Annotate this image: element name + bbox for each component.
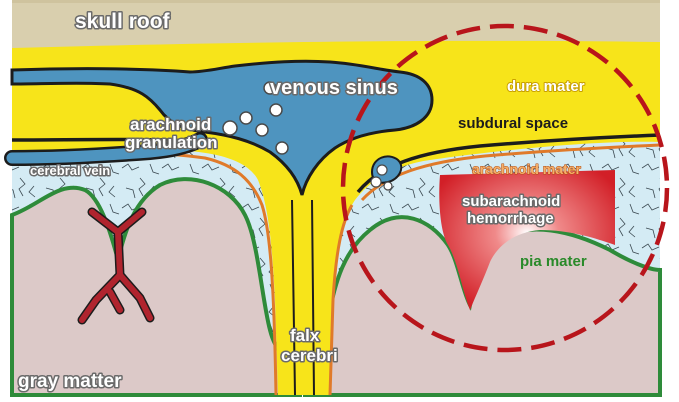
label-subdural-space: subdural space [458,115,568,132]
label-arachnoid-mater: arachnoid mater [472,161,581,177]
label-dura-mater: dura mater [507,78,585,95]
label-skull-roof: skull roof [75,10,171,33]
label-gray-matter: gray matter [18,371,122,392]
label-arachnoid-granulation-1: arachnoid [130,115,211,134]
label-venous-sinus: venous sinus [270,77,398,99]
label-subarachnoid-1: subarachnoid [462,193,560,210]
label-falx-2: cerebri [281,346,338,365]
skull-edge [12,0,660,3]
label-arachnoid-granulation-2: granulation [125,133,218,152]
label-pia-mater: pia mater [520,253,587,270]
label-cerebral-vein: cerebral vein [30,163,110,178]
label-subarachnoid-2: hemorrhage [467,210,554,227]
label-falx-1: falx [290,326,320,345]
